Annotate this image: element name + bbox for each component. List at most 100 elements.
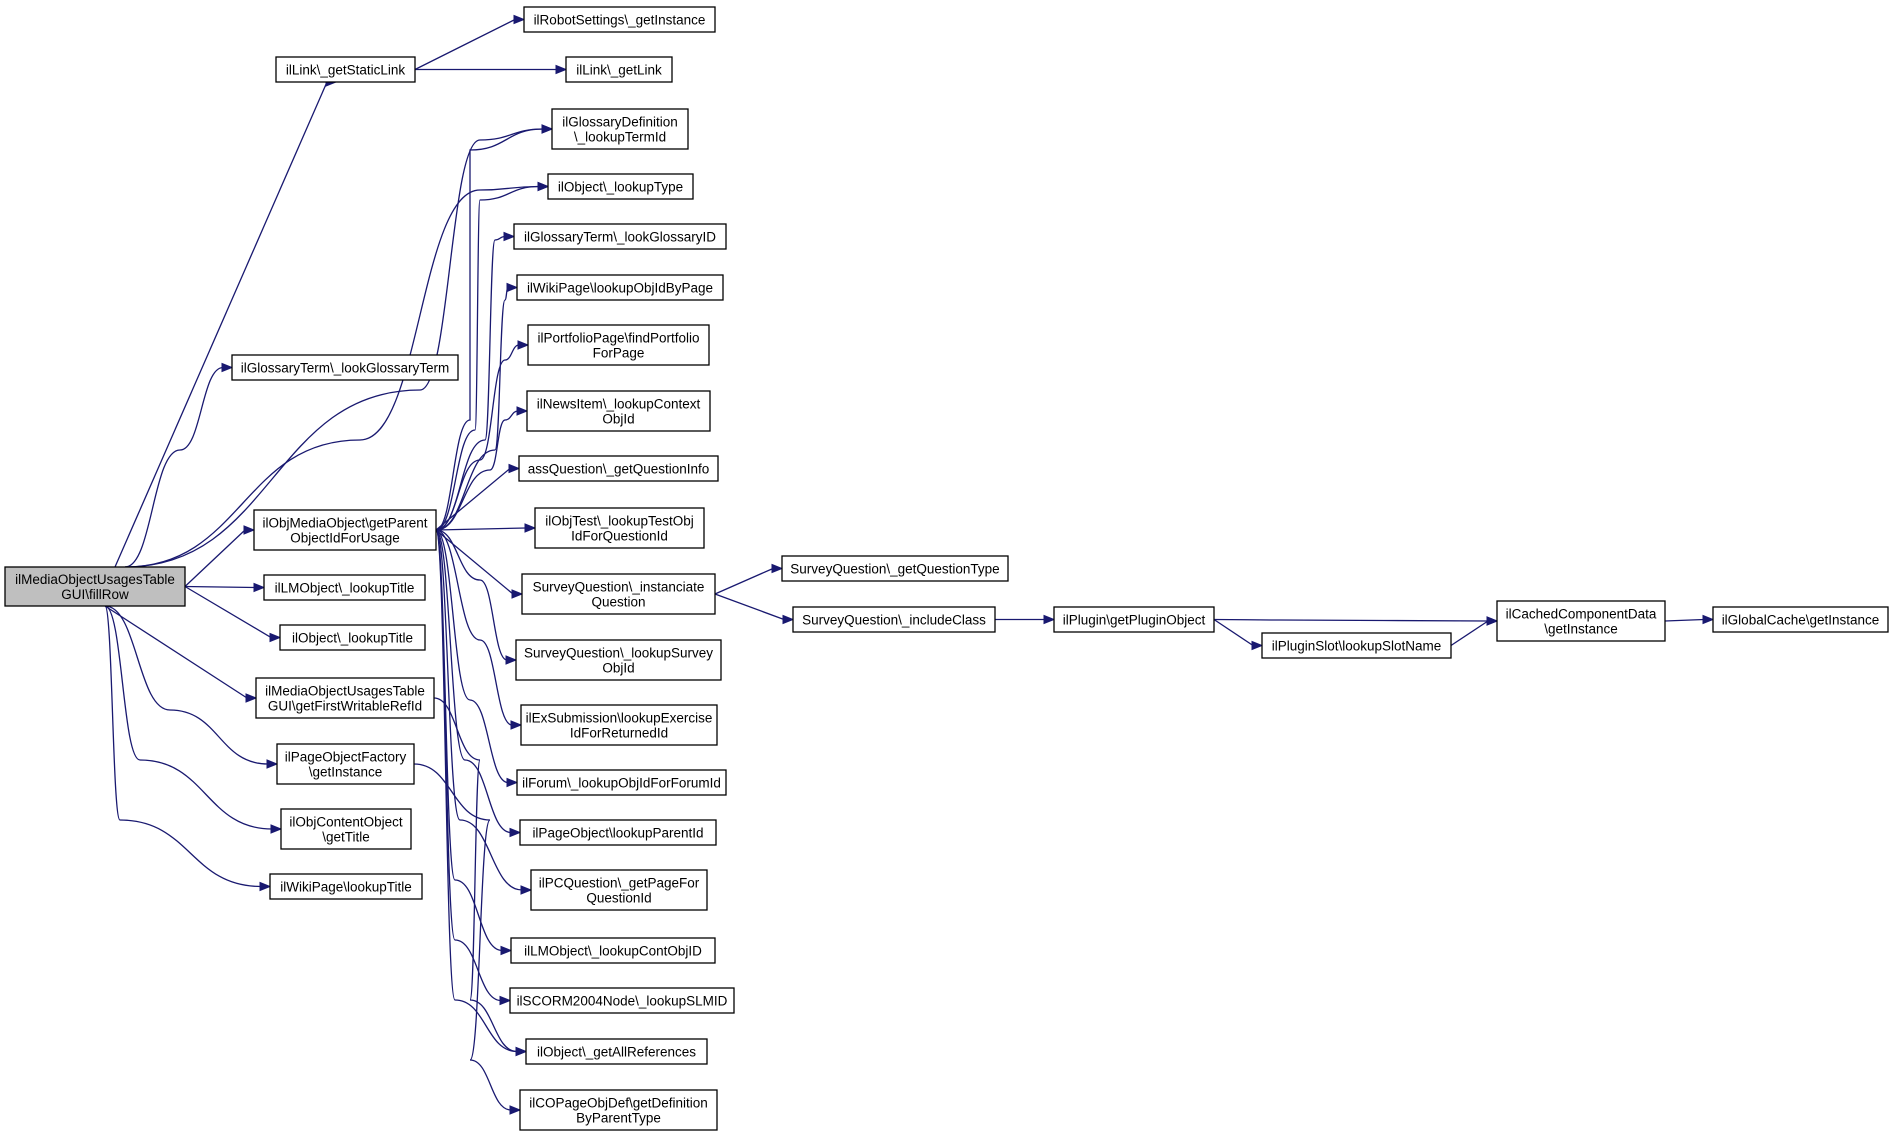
arrow-head-icon [221, 362, 234, 373]
node-label: ilWikiPage\lookupTitle [280, 880, 412, 895]
node-globalCache[interactable]: ilGlobalCache\getInstance [1712, 606, 1889, 633]
node-label: ilObject\_lookupType [558, 180, 683, 195]
node-box [269, 873, 423, 900]
node-label: ilMediaObjectUsagesTable [15, 572, 175, 587]
node-label: ilGlossaryTerm\_lookGlossaryID [524, 230, 716, 245]
node-label: ObjId [602, 412, 634, 427]
node-box [781, 555, 1009, 582]
call-edge-getParent-to-lookupSurvey [435, 529, 508, 661]
call-edge-cachedComponent-to-globalCache [1664, 618, 1705, 622]
arrow-head-icon [506, 282, 519, 293]
arrow-head-icon [506, 777, 519, 788]
node-contentObjTitle[interactable]: ilObjContentObject\getTitle [280, 808, 412, 850]
node-cachedComponent[interactable]: ilCachedComponentData\getInstance [1496, 600, 1666, 642]
node-box [275, 56, 416, 83]
node-label: ForPage [593, 346, 645, 361]
node-box [1712, 606, 1889, 633]
node-box [231, 354, 459, 381]
node-label: ilPageObject\lookupParentId [532, 826, 703, 841]
node-allReferences[interactable]: ilObject\_getAllReferences [525, 1038, 708, 1065]
node-label: GUI\fillRow [61, 587, 129, 602]
node-box [1053, 606, 1215, 633]
node-box [253, 509, 437, 551]
node-lookupType[interactable]: ilObject\_lookupType [547, 173, 694, 200]
node-label: ilPageObjectFactory [285, 750, 407, 765]
node-label: SurveyQuestion\_getQuestionType [790, 562, 999, 577]
node-label: ilRobotSettings\_getInstance [534, 13, 706, 28]
node-lookGlossaryTerm[interactable]: ilGlossaryTerm\_lookGlossaryTerm [231, 354, 459, 381]
node-lookupTermId[interactable]: ilGlossaryDefinition\_lookupTermId [551, 108, 689, 150]
call-edge-getParent-to-lookupTestObj [435, 527, 527, 531]
node-label: ByParentType [576, 1111, 661, 1126]
arrow-head-icon [269, 632, 282, 643]
node-lookupContObjID[interactable]: ilLMObject\_lookupContObjID [510, 937, 716, 964]
node-forumLookup[interactable]: ilForum\_lookupObjIdForForumId [516, 769, 727, 796]
call-edge-fillRow-to-firstWritable [104, 605, 248, 699]
node-label: QuestionId [586, 891, 651, 906]
call-edge-instanciate-to-includeClass [714, 593, 785, 621]
node-box [1261, 632, 1452, 659]
node-label: IdForQuestionId [571, 529, 668, 544]
node-label: ilExSubmission\lookupExercise [526, 711, 713, 726]
call-edge-firstWritable-to-allReferences [433, 697, 518, 1053]
node-pageFactory[interactable]: ilPageObjectFactory\getInstance [276, 743, 415, 785]
arrow-head-icon [1702, 614, 1715, 625]
node-label: Question [591, 595, 645, 610]
arrow-head-icon [253, 582, 266, 593]
node-lookGlossaryID[interactable]: ilGlossaryTerm\_lookGlossaryID [513, 223, 727, 250]
node-box [513, 223, 727, 250]
node-label: ObjectIdForUsage [290, 531, 400, 546]
call-edge-fillRow-to-getParent [184, 529, 246, 587]
node-lookupParentId[interactable]: ilPageObject\lookupParentId [519, 819, 717, 846]
call-edge-getParent-to-lookupType [435, 185, 540, 531]
node-questionInfo[interactable]: assQuestion\_getQuestionInfo [518, 455, 719, 482]
node-lookupObjIdByPage[interactable]: ilWikiPage\lookupObjIdByPage [516, 274, 724, 301]
node-lmLookupTitle[interactable]: ilLMObject\_lookupTitle [263, 574, 426, 601]
node-getStaticLink[interactable]: ilLink\_getStaticLink [275, 56, 416, 83]
node-label: ilObject\_getAllReferences [537, 1045, 696, 1060]
call-edge-fillRow-to-pageFactory [104, 605, 269, 765]
node-getQuestionType[interactable]: SurveyQuestion\_getQuestionType [781, 555, 1009, 582]
call-edge-getParent-to-lookupParentId [435, 529, 512, 834]
call-edge-getParent-to-forumLookup [435, 529, 509, 784]
call-edge-getParent-to-exSubmission [435, 529, 513, 726]
node-box [515, 639, 722, 681]
node-box [255, 677, 435, 719]
node-label: ilLink\_getStaticLink [286, 63, 406, 78]
node-label: ilNewsItem\_lookupContext [537, 397, 701, 412]
node-label: ilObjContentObject [289, 815, 403, 830]
node-getLink[interactable]: ilLink\_getLink [565, 56, 673, 83]
node-label: \getInstance [309, 765, 383, 780]
call-edge-getStaticLink-to-robotGetInstance [414, 18, 516, 71]
node-robotGetInstance[interactable]: ilRobotSettings\_getInstance [523, 6, 716, 33]
arrow-head-icon [510, 720, 523, 730]
node-lookupSlotName[interactable]: ilPluginSlot\lookupSlotName [1261, 632, 1452, 659]
call-edge-fillRow-to-contentObjTitle [104, 605, 273, 830]
node-label: ilLMObject\_lookupTitle [275, 581, 415, 596]
node-getParent[interactable]: ilObjMediaObject\getParentObjectIdForUsa… [253, 509, 437, 551]
node-includeClass[interactable]: SurveyQuestion\_includeClass [792, 606, 996, 633]
node-box [276, 743, 415, 785]
node-label: \getInstance [1544, 622, 1618, 637]
node-getPluginObject[interactable]: ilPlugin\getPluginObject [1053, 606, 1215, 633]
node-label: IdForReturnedId [570, 726, 668, 741]
call-edge-getParent-to-lookupObjIdByPage [435, 286, 509, 531]
call-edge-fillRow-to-lookupTermId [124, 128, 544, 568]
node-box [525, 1038, 708, 1065]
arrow-head-icon [259, 881, 272, 892]
node-wikiLookupTitle[interactable]: ilWikiPage\lookupTitle [269, 873, 423, 900]
node-firstWritable[interactable]: ilMediaObjectUsagesTableGUI\getFirstWrit… [255, 677, 435, 719]
node-exSubmission[interactable]: ilExSubmission\lookupExerciseIdForReturn… [520, 704, 718, 746]
node-objLookupTitle[interactable]: ilObject\_lookupTitle [279, 624, 426, 651]
node-label: \getTitle [322, 830, 370, 845]
node-box [4, 566, 186, 607]
node-scormSLMID[interactable]: ilSCORM2004Node\_lookupSLMID [509, 987, 735, 1014]
